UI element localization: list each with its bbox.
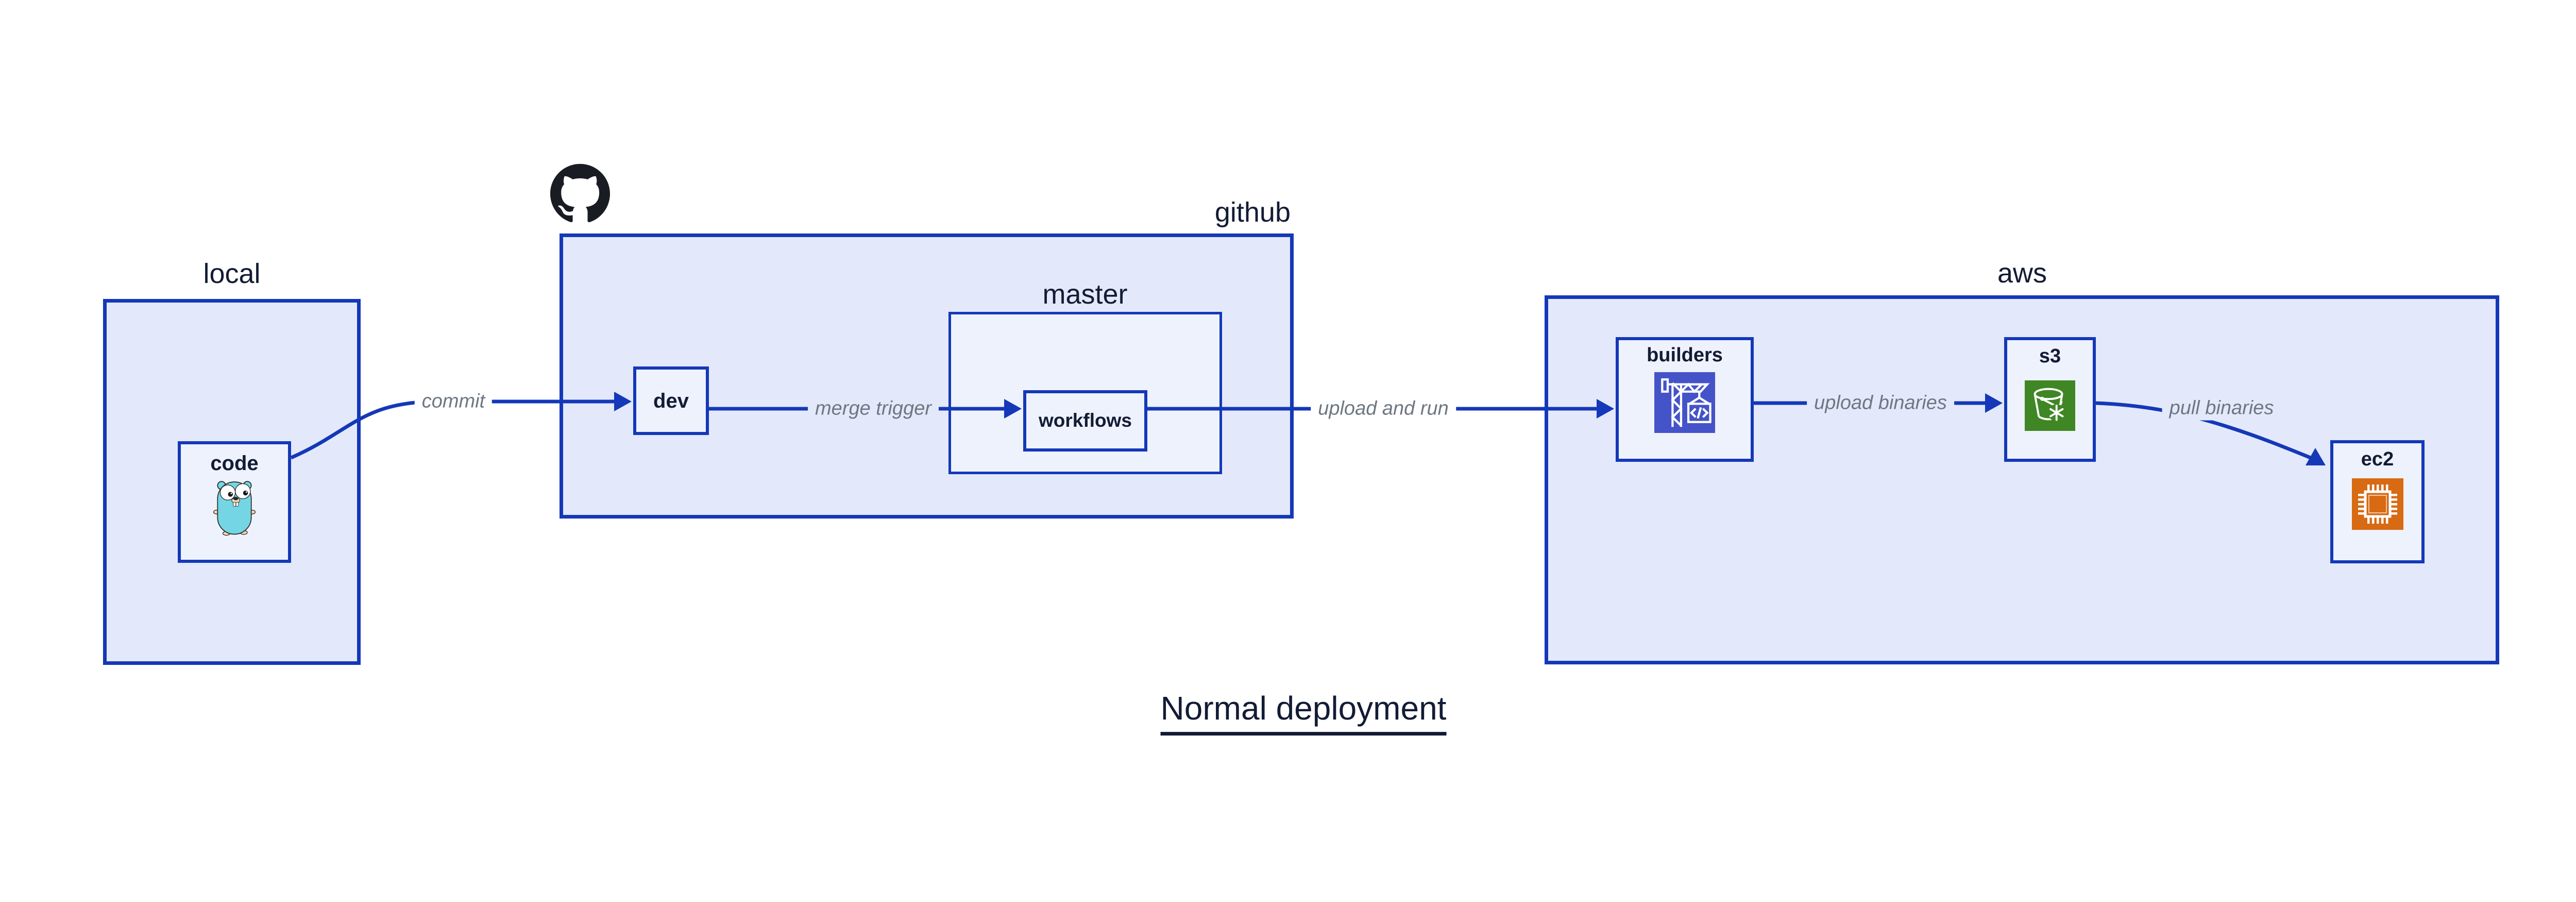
builders-node-label: builders [1647, 344, 1723, 366]
code-node-label: code [210, 452, 259, 475]
master-group-label: master [1042, 279, 1128, 310]
s3-bucket-snowflake-icon [2025, 380, 2075, 433]
s3-node-label: s3 [2039, 345, 2061, 367]
github-octocat-icon [550, 164, 610, 224]
edge-label-upload-and-run: upload and run [1311, 396, 1456, 421]
ec2-node: ec2 [2330, 440, 2425, 563]
ec2-node-label: ec2 [2361, 448, 2394, 470]
builders-node: builders [1616, 337, 1754, 462]
s3-node: s3 [2004, 337, 2096, 462]
dev-node: dev [633, 366, 709, 435]
edge-label-merge-trigger: merge trigger [808, 396, 939, 421]
go-gopher-icon [212, 478, 257, 539]
diagram-title: Normal deployment [1160, 689, 1447, 736]
edge-label-pull-binaries: pull binaries [2162, 396, 2281, 421]
code-node: code [178, 441, 291, 563]
edge-label-upload-binaries: upload binaries [1807, 391, 1954, 415]
local-group-label: local [203, 258, 261, 289]
edge-label-commit: commit [414, 389, 493, 414]
workflows-node: workflows [1023, 390, 1147, 452]
workflows-node-label: workflows [1039, 410, 1132, 431]
github-group-label: github [1214, 197, 1291, 228]
dev-node-label: dev [653, 389, 689, 412]
ec2-chip-icon [2351, 478, 2403, 532]
codebuild-crane-icon [1654, 372, 1715, 436]
aws-group-label: aws [1997, 258, 2047, 289]
